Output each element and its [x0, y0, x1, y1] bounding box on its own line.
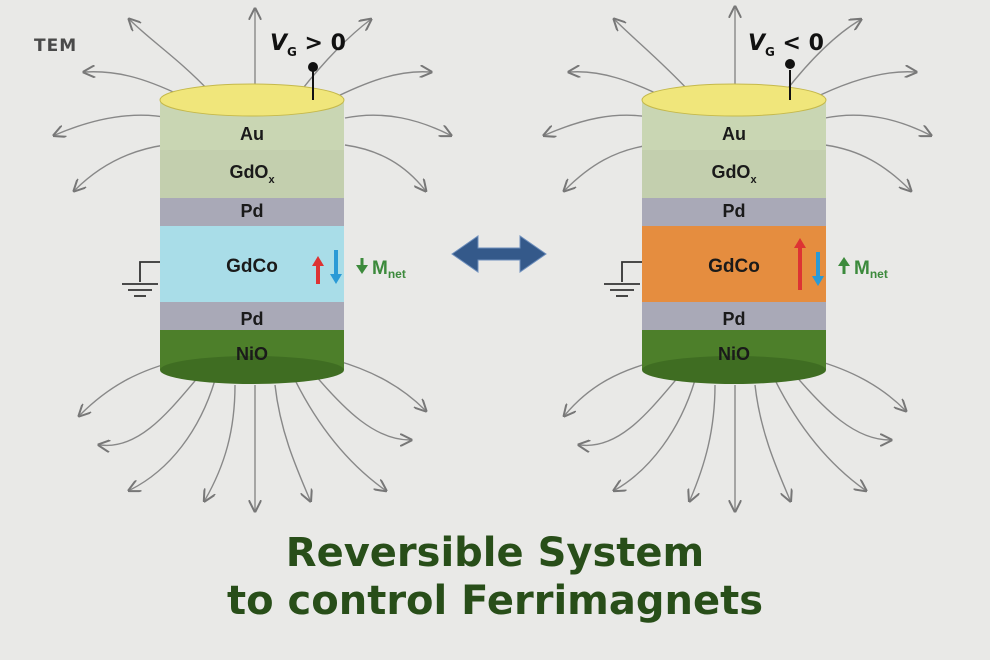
- right-voltage-label: VG < 0: [748, 31, 824, 59]
- right-ground-icon: [604, 261, 642, 297]
- right-pd-top-layer: [642, 196, 826, 226]
- left-voltage-label: VG > 0: [270, 31, 346, 59]
- left-device: VG > 0 Au GdOx Pd GdCo Pd NiO Mnet: [55, 10, 450, 510]
- right-au-label: Au: [722, 124, 746, 144]
- left-gdco-layer: [160, 222, 344, 302]
- left-mnet-down-icon: [356, 258, 368, 274]
- left-gate-contact: [308, 62, 318, 72]
- right-gdox-layer: [642, 148, 826, 198]
- right-gate-contact: [785, 59, 795, 69]
- left-au-label: Au: [240, 124, 264, 144]
- left-mnet-label: Mnet: [372, 258, 406, 281]
- left-nio-label: NiO: [236, 344, 268, 364]
- left-field-lines: [55, 10, 450, 510]
- right-gdco-label: GdCo: [708, 256, 760, 277]
- caption-line-1: Reversible System: [285, 530, 705, 576]
- left-gdco-label: GdCo: [226, 256, 278, 277]
- right-mnet-label: Mnet: [854, 258, 888, 281]
- right-pd-bottom-label: Pd: [722, 309, 745, 329]
- left-gdox-layer: [160, 148, 344, 198]
- left-ground-icon: [122, 261, 160, 297]
- left-au-top: [159, 83, 345, 117]
- right-device: VG < 0 Au GdOx Pd GdCo Pd NiO Mnet: [545, 8, 930, 510]
- caption-line-2: to control Ferrimagnets: [227, 578, 763, 624]
- right-mnet-up-icon: [838, 257, 850, 274]
- left-pd-bottom-label: Pd: [240, 309, 263, 329]
- left-pd-top-layer: [160, 196, 344, 226]
- left-gdox-label: GdOx: [229, 162, 275, 186]
- right-spin-arrows-icon: [794, 238, 824, 290]
- right-nio-label: NiO: [718, 344, 750, 364]
- right-gdox-label: GdOx: [711, 162, 757, 186]
- right-au-top: [641, 83, 827, 117]
- left-pd-top-label: Pd: [240, 201, 263, 221]
- left-spin-arrows-icon: [312, 250, 342, 284]
- right-pd-top-label: Pd: [722, 201, 745, 221]
- reversible-double-arrow-icon: [451, 235, 547, 273]
- tem-logo: TEM: [34, 36, 78, 56]
- right-gdco-layer: [642, 222, 826, 302]
